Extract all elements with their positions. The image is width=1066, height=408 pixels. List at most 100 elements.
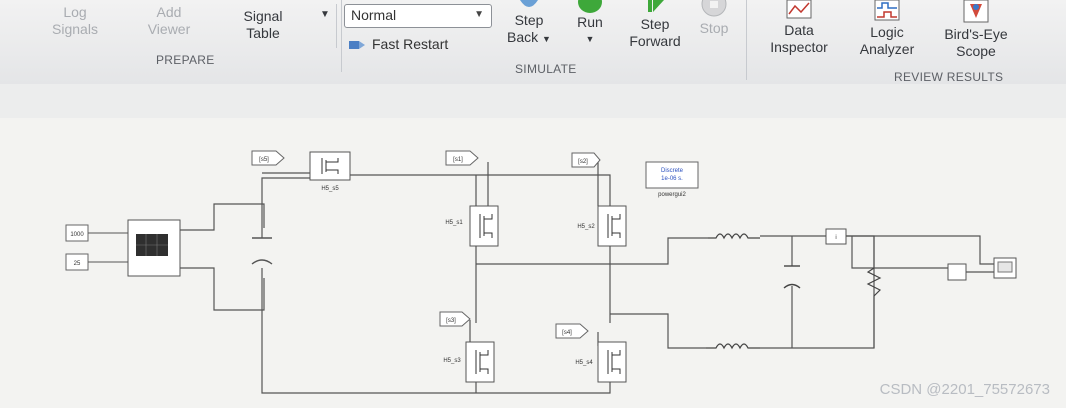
pv-array-block (127, 219, 181, 277)
wire-out-a (476, 237, 708, 265)
svg-text:[s2]: [s2] (578, 159, 588, 165)
log-signals-label-2: Signals (52, 21, 98, 37)
run-label: Run (577, 14, 603, 30)
birds-eye-label-2: Scope (956, 43, 996, 59)
fast-restart-label: Fast Restart (372, 36, 449, 52)
circuit-diagram: 1000 25 [s5] [s1] [s2] [s3] (65, 150, 1017, 394)
svg-text:i: i (835, 235, 836, 241)
wire-filter-bot (760, 236, 875, 349)
step-back-label-2: Back ▼ (507, 29, 551, 45)
switch-s1-block: H5_s1 (445, 205, 499, 247)
simulation-mode-dropdown[interactable]: Normal ▼ (344, 4, 492, 28)
signal-table-label-2: Table (246, 25, 280, 41)
log-signals-button[interactable]: Log Signals (42, 4, 108, 38)
step-back-icon (520, 0, 538, 7)
model-browser-bar (0, 84, 1066, 119)
step-back-label: Step (514, 12, 544, 28)
switch-s2-block: H5_s2 (577, 205, 627, 247)
filter-capacitor (783, 265, 801, 289)
stop-icon (701, 0, 727, 17)
simulation-mode-value: Normal (351, 7, 397, 23)
run-icon (578, 0, 602, 13)
step-forward-icon (648, 0, 664, 12)
add-viewer-button[interactable]: Add Viewer (136, 4, 202, 38)
data-inspector-button[interactable]: Data Inspector (764, 0, 834, 56)
simulate-review-divider (746, 0, 747, 80)
svg-text:H5_s1: H5_s1 (445, 220, 463, 226)
svg-text:H5_s2: H5_s2 (577, 224, 595, 230)
wire-meas (846, 235, 994, 265)
wire-load-top (846, 235, 875, 268)
svg-text:[s1]: [s1] (453, 157, 463, 163)
stop-label: Stop (699, 20, 729, 36)
step-forward-label-2: Forward (629, 33, 681, 49)
birds-eye-scope-icon (963, 0, 989, 23)
data-inspector-label: Data (784, 22, 814, 38)
run-dropdown-caret[interactable]: ▼ (585, 34, 595, 44)
scope-block (993, 257, 1017, 279)
add-viewer-label-2: Viewer (147, 21, 191, 37)
svg-text:[s4]: [s4] (562, 330, 572, 336)
powergui-block: Discrete 1e-06 s. powergui2 (645, 161, 699, 198)
load-resistor (866, 267, 882, 297)
run-button[interactable]: Run ▼ (566, 0, 614, 48)
prepare-group-label: PREPARE (156, 53, 215, 67)
switch-s4-block: H5_s4 (575, 341, 627, 383)
birds-eye-scope-button[interactable]: Bird's-Eye Scope (936, 0, 1016, 60)
review-results-group-label: REVIEW RESULTS (894, 70, 1004, 84)
fast-restart-icon (349, 41, 365, 50)
filter-inductor-bottom (706, 343, 760, 350)
svg-text:1e-06 s.: 1e-06 s. (661, 176, 683, 182)
step-back-button[interactable]: Step Back ▼ (500, 0, 558, 48)
data-inspector-icon (786, 0, 812, 19)
constant-irradiance-value: 1000 (70, 232, 84, 238)
wire-out-b (610, 313, 706, 349)
data-inspector-label-2: Inspector (770, 39, 828, 55)
signal-table-label: Signal (243, 8, 283, 24)
prepare-gallery-expand-icon[interactable]: ▼ (320, 9, 330, 20)
chevron-down-icon: ▼ (474, 9, 484, 20)
toolstrip: Log Signals Add Viewer Signal Table ▼ PR… (0, 0, 1066, 85)
prepare-divider (336, 4, 337, 48)
goto-s2: [s2] (571, 152, 601, 168)
watermark: CSDN @2201_75572673 (879, 381, 1050, 398)
dc-link-capacitor (251, 237, 273, 265)
constant-temperature-value: 25 (74, 261, 81, 267)
logic-analyzer-label: Logic (870, 24, 904, 40)
svg-text:H5_s5: H5_s5 (321, 186, 339, 192)
goto-s4: [s4] (555, 323, 589, 339)
prepare-simulate-divider (341, 0, 342, 72)
svg-text:[s5]: [s5] (259, 157, 269, 163)
current-measurement-block: i (825, 228, 847, 245)
fast-restart-button[interactable]: Fast Restart (348, 36, 448, 52)
signal-table-button[interactable]: Signal Table (230, 8, 296, 42)
wire-dc-bottom (261, 268, 611, 394)
simulate-group-label: SIMULATE (515, 62, 577, 76)
svg-text:Discrete: Discrete (661, 168, 684, 174)
svg-text:H5_s4: H5_s4 (575, 360, 593, 366)
svg-text:[s3]: [s3] (446, 318, 456, 324)
goto-s1: [s1] (445, 150, 479, 166)
wire-meas2 (851, 236, 948, 269)
wire-pv-negative (180, 267, 265, 311)
filter-inductor-top (708, 233, 760, 240)
logic-analyzer-label-2: Analyzer (859, 41, 915, 57)
step-forward-button[interactable]: Step Forward (624, 0, 686, 50)
constant-temperature-block: 25 (65, 253, 128, 271)
goto-s3: [s3] (439, 311, 471, 327)
step-forward-label: Step (640, 16, 670, 32)
logic-analyzer-icon (874, 0, 900, 21)
birds-eye-label: Bird's-Eye (944, 26, 1008, 42)
wire-s5-in (261, 177, 310, 238)
goto-s5: [s5] (251, 150, 285, 166)
log-signals-label: Log (63, 4, 87, 20)
constant-irradiance-block: 1000 (65, 224, 128, 242)
switch-s5-block: H5_s5 (309, 151, 351, 192)
mux-block (947, 263, 967, 281)
switch-s3-block: H5_s3 (443, 341, 495, 383)
add-viewer-label: Add (156, 4, 182, 20)
stop-button[interactable]: Stop (692, 0, 736, 37)
logic-analyzer-button[interactable]: Logic Analyzer (852, 0, 922, 58)
wire-pv-positive (180, 203, 265, 231)
model-canvas[interactable]: 1000 25 [s5] [s1] [s2] [s3] (0, 118, 1066, 408)
